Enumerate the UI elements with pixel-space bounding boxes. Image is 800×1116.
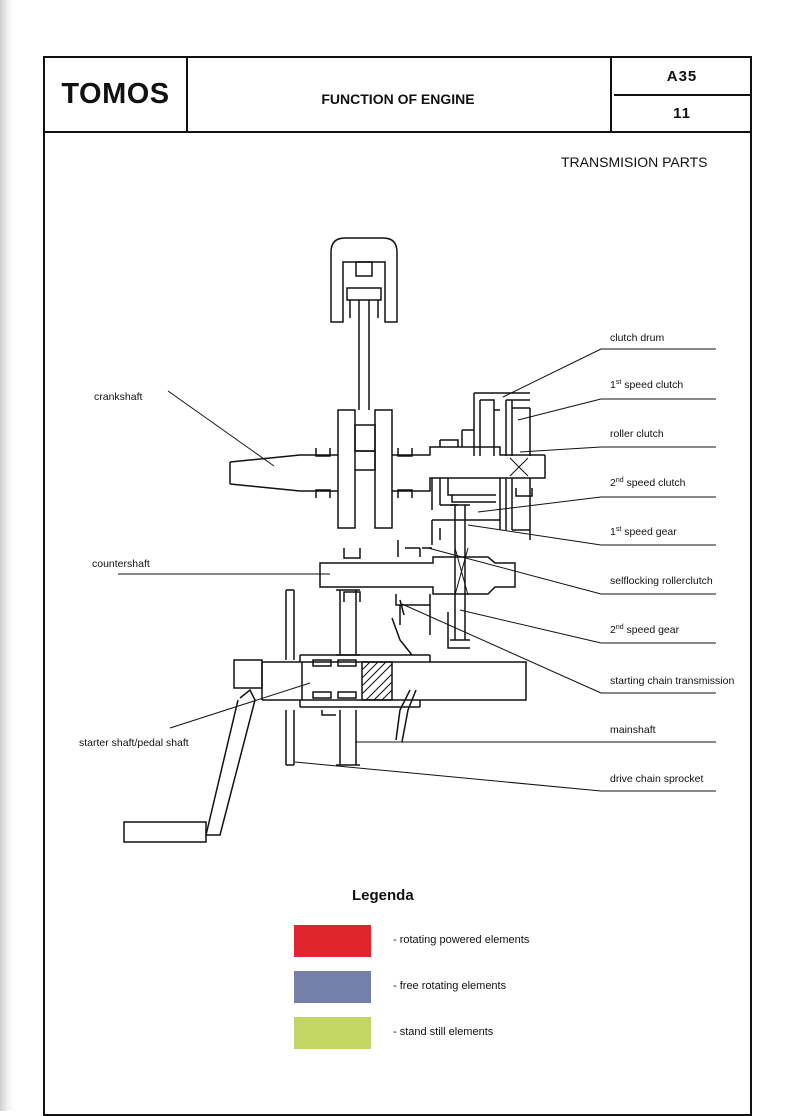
legend-label-free: - free rotating elements <box>393 980 507 992</box>
needle-bearing-4 <box>337 691 357 699</box>
page-edge-shadow <box>0 0 14 1111</box>
clutch-bearing-right <box>515 488 533 497</box>
page-number-cell: 11 <box>614 96 750 131</box>
label-second-speed-clutch: 2nd speed clutch <box>610 477 686 489</box>
gear-cross-upper <box>454 547 469 596</box>
countershaft-bearing <box>343 548 361 602</box>
label-drive-chain-sprocket: drive chain sprocket <box>610 773 703 785</box>
label-selflocking-rollerclutch: selflocking rollerclutch <box>610 575 713 587</box>
title-cell: FUNCTION OF ENGINE <box>186 58 612 131</box>
crank-pin <box>354 424 376 452</box>
mainshaft-gear <box>321 710 360 766</box>
leader-lines <box>118 348 716 792</box>
pedal-crank-arm <box>205 659 263 836</box>
needle-bearing-2 <box>337 659 357 667</box>
mainshaft-upper-collar <box>299 654 431 662</box>
label-first-speed-gear: 1st speed gear <box>610 526 677 538</box>
clutch-drum <box>473 392 530 456</box>
legend-swatch-powered <box>294 925 371 957</box>
piston-skirt <box>346 287 382 301</box>
first-speed-gear <box>431 504 500 641</box>
clutch-hub <box>439 429 474 447</box>
tomos-logo: TOMOS <box>61 78 170 110</box>
label-countershaft: countershaft <box>92 558 150 570</box>
crankshaft-taper <box>229 454 338 492</box>
clutch-lower <box>431 478 531 540</box>
legend-label-standstill: - stand still elements <box>393 1026 494 1038</box>
code-cell: A35 <box>614 58 750 96</box>
starting-chain <box>391 599 417 743</box>
piston <box>330 237 398 323</box>
pedal-grip <box>123 821 207 843</box>
needle-bearing-1 <box>312 659 332 667</box>
label-mainshaft: mainshaft <box>610 724 656 736</box>
first-speed-clutch <box>505 399 531 456</box>
pedal-hub <box>336 589 360 656</box>
second-speed-gear <box>395 594 470 649</box>
label-roller-clutch: roller clutch <box>610 428 664 440</box>
label-starter-shaft: starter shaft/pedal shaft <box>79 737 189 749</box>
crank-pin-bearing <box>355 450 376 471</box>
hatched-block <box>361 661 393 701</box>
document-code: A35 <box>666 67 698 85</box>
label-first-speed-clutch: 1st speed clutch <box>610 379 683 391</box>
label-clutch-drum: clutch drum <box>610 332 665 344</box>
roller-clutch-cross <box>509 457 529 477</box>
legend-title: Legenda <box>352 887 414 904</box>
connecting-rod <box>349 300 379 410</box>
section-title: TRANSMISION PARTS <box>561 154 708 170</box>
legend-label-powered: - rotating powered elements <box>393 934 530 946</box>
mainshaft-lower-collar <box>299 700 421 708</box>
bearing-mid <box>397 448 413 498</box>
crank-web-right <box>374 409 393 529</box>
document-title: FUNCTION OF ENGINE <box>321 91 475 107</box>
page-number: 11 <box>673 105 691 122</box>
label-starting-chain-transmission: starting chain transmission <box>610 675 734 687</box>
clutch-rings <box>447 478 496 503</box>
hatch-lines <box>361 661 393 701</box>
needle-bearing-3 <box>312 691 332 699</box>
title-block: TOMOS FUNCTION OF ENGINE A35 11 <box>43 56 752 133</box>
label-second-speed-gear: 2nd speed gear <box>610 624 680 636</box>
crank-web-left <box>337 409 356 529</box>
mainshaft <box>261 661 527 701</box>
label-crankshaft: crankshaft <box>94 391 143 403</box>
bearing-left <box>315 448 331 498</box>
countershaft-gear <box>397 540 432 557</box>
piston-pin <box>355 261 373 277</box>
drive-chain-sprocket <box>285 589 295 766</box>
logo-cell: TOMOS <box>45 58 188 131</box>
legend-swatch-free <box>294 971 371 1003</box>
crankshaft-right <box>392 446 546 492</box>
countershaft <box>319 556 516 595</box>
legend-swatch-standstill <box>294 1017 371 1049</box>
